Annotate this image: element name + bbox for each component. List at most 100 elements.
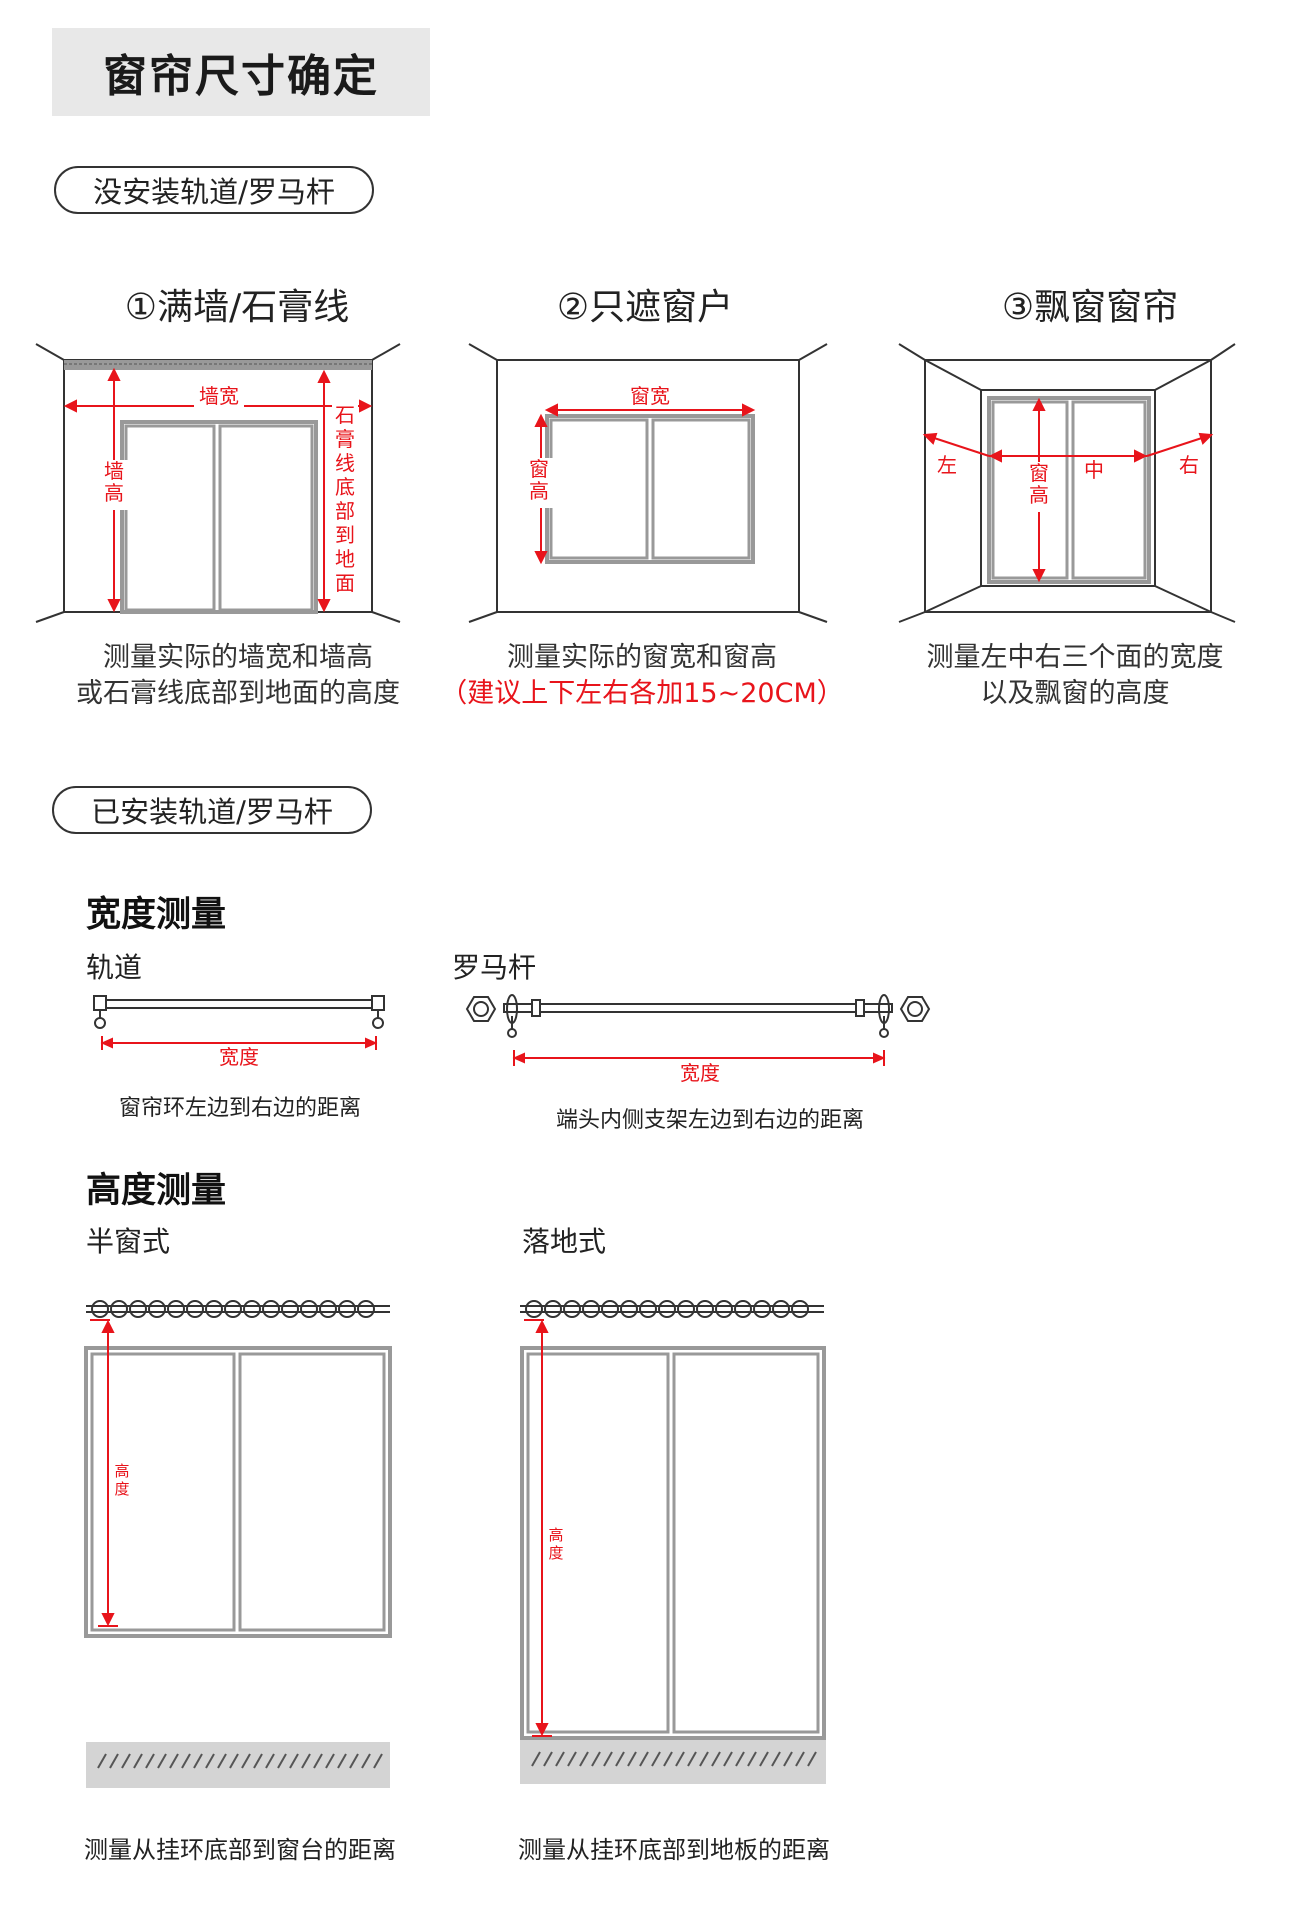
curtain-ring (167, 1300, 185, 1318)
floor-hatch (169, 1753, 179, 1769)
curtain-ring (620, 1300, 638, 1318)
bay-height-label-1: 窗 (1029, 461, 1049, 485)
curtain-ring (734, 1300, 752, 1318)
curtain-ring (525, 1300, 543, 1318)
plaster-to-floor-char: 面 (335, 571, 355, 595)
curtain-ring (186, 1300, 204, 1318)
floor-hatch (313, 1753, 323, 1769)
floor-hatch (783, 1751, 793, 1767)
floor-length-label: 落地式 (522, 1225, 607, 1258)
bay-right-label: 右 (1179, 453, 1199, 477)
floor-hatch (627, 1751, 637, 1767)
floor-hatch (193, 1753, 203, 1769)
curtain-ring (281, 1300, 299, 1318)
track-label: 轨道 (86, 951, 143, 984)
plaster-to-floor-label: 石膏线底部到地面 (335, 403, 355, 595)
floor-hatch (771, 1751, 781, 1767)
floor-hatch (567, 1751, 577, 1767)
plaster-to-floor-char: 到 (335, 523, 355, 547)
floor-hatch (639, 1751, 649, 1767)
floor-hatch (723, 1751, 733, 1767)
height-measure-heading: 高度测量 (86, 1171, 227, 1211)
floor-hatch (157, 1753, 167, 1769)
floor-length-caption: 测量从挂环底部到地板的距离 (518, 1836, 830, 1864)
section-pill-no-track: 没安装轨道/罗马杆 (54, 166, 374, 214)
curtain-ring (243, 1300, 261, 1318)
floor-hatch (687, 1751, 697, 1767)
floor-hatch (217, 1753, 227, 1769)
floor-hatch (181, 1753, 191, 1769)
floor-hatch (747, 1751, 757, 1767)
half-window-label: 半窗式 (86, 1225, 171, 1258)
full-wall-diagram: 墙宽 墙 高 石膏线底部到地面 (35, 343, 401, 623)
window-only-desc-line1: 测量实际的窗宽和窗高 (507, 642, 777, 673)
floor-hatch (289, 1753, 299, 1769)
bay-left-label: 左 (937, 453, 957, 477)
plaster-to-floor-char: 地 (335, 547, 355, 571)
floor-hatch (663, 1751, 673, 1767)
floor-hatch (591, 1751, 601, 1767)
curtain-ring (205, 1300, 223, 1318)
wall-height-label-1: 墙 (104, 459, 124, 483)
floor-hatch (361, 1753, 371, 1769)
floor-hatch (121, 1753, 131, 1769)
floor-hatch (97, 1753, 107, 1769)
floor-hatch (229, 1753, 239, 1769)
floor-hatch (277, 1753, 287, 1769)
curtain-ring (677, 1300, 695, 1318)
floor-hatch (651, 1751, 661, 1767)
floor-hatch (325, 1753, 335, 1769)
half-window-caption: 测量从挂环底部到窗台的距离 (84, 1836, 396, 1864)
curtain-ring (262, 1300, 280, 1318)
floor-hatch (531, 1751, 541, 1767)
floor-hatch (373, 1753, 383, 1769)
floor-hatch (675, 1751, 685, 1767)
window-only-diagram: 窗宽 窗 高 (468, 343, 828, 623)
floor-hatch (579, 1751, 589, 1767)
track-width-label: 宽度 (219, 1045, 259, 1069)
curtain-ring (582, 1300, 600, 1318)
floor-hatch (301, 1753, 311, 1769)
floor-hatch (795, 1751, 805, 1767)
bay-middle-label: 中 (1084, 458, 1104, 482)
bay-window-desc-line2: 以及飘窗的高度 (980, 678, 1170, 709)
floor-hatch (349, 1753, 359, 1769)
window-only-note: （建议上下左右各加15~20CM） (440, 678, 844, 709)
floor-hatch (145, 1753, 155, 1769)
floor-hatch (711, 1751, 721, 1767)
bay-window-diagram: 左 中 右 窗 高 (898, 343, 1236, 623)
floor-length-diagram: 高 度 (520, 1300, 826, 1784)
wall-width-label: 墙宽 (199, 384, 239, 408)
track-caption: 窗帘环左边到右边的距离 (118, 1096, 361, 1121)
floor-hatch (253, 1753, 263, 1769)
column-title-bay-window: ③飘窗窗帘 (1001, 287, 1179, 328)
floor-height-label-1: 高 (548, 1526, 563, 1544)
half-height-label-1: 高 (114, 1462, 129, 1480)
curtain-ring (357, 1300, 375, 1318)
window-width-label: 窗宽 (630, 384, 670, 408)
page-title: 窗帘尺寸确定 (52, 28, 430, 116)
half-height-label-2: 度 (114, 1480, 129, 1498)
floor-hatch (615, 1751, 625, 1767)
floor-hatch (337, 1753, 347, 1769)
plaster-to-floor-char: 石 (335, 403, 355, 427)
rod-diagram: 宽度 (465, 994, 931, 1085)
curtain-ring (563, 1300, 581, 1318)
curtain-ring (300, 1300, 318, 1318)
rod-label: 罗马杆 (452, 951, 537, 984)
track-diagram: 宽度 (93, 995, 385, 1069)
section-pill-with-track: 已安装轨道/罗马杆 (52, 786, 372, 834)
bay-window-desc-line1: 测量左中右三个面的宽度 (926, 642, 1224, 673)
curtain-ring (772, 1300, 790, 1318)
window-height-label-1: 窗 (529, 457, 549, 481)
floor-hatch (265, 1753, 275, 1769)
floor-height-label-2: 度 (548, 1544, 563, 1562)
full-wall-desc-line2: 或石膏线底部到地面的高度 (76, 678, 400, 709)
curtain-ring (338, 1300, 356, 1318)
floor-hatch (555, 1751, 565, 1767)
curtain-ring (715, 1300, 733, 1318)
curtain-ring (148, 1300, 166, 1318)
full-wall-desc: 测量实际的墙宽和墙高 或石膏线底部到地面的高度 (28, 640, 448, 712)
plaster-to-floor-char: 底 (335, 475, 355, 499)
rod-width-label: 宽度 (680, 1061, 720, 1085)
